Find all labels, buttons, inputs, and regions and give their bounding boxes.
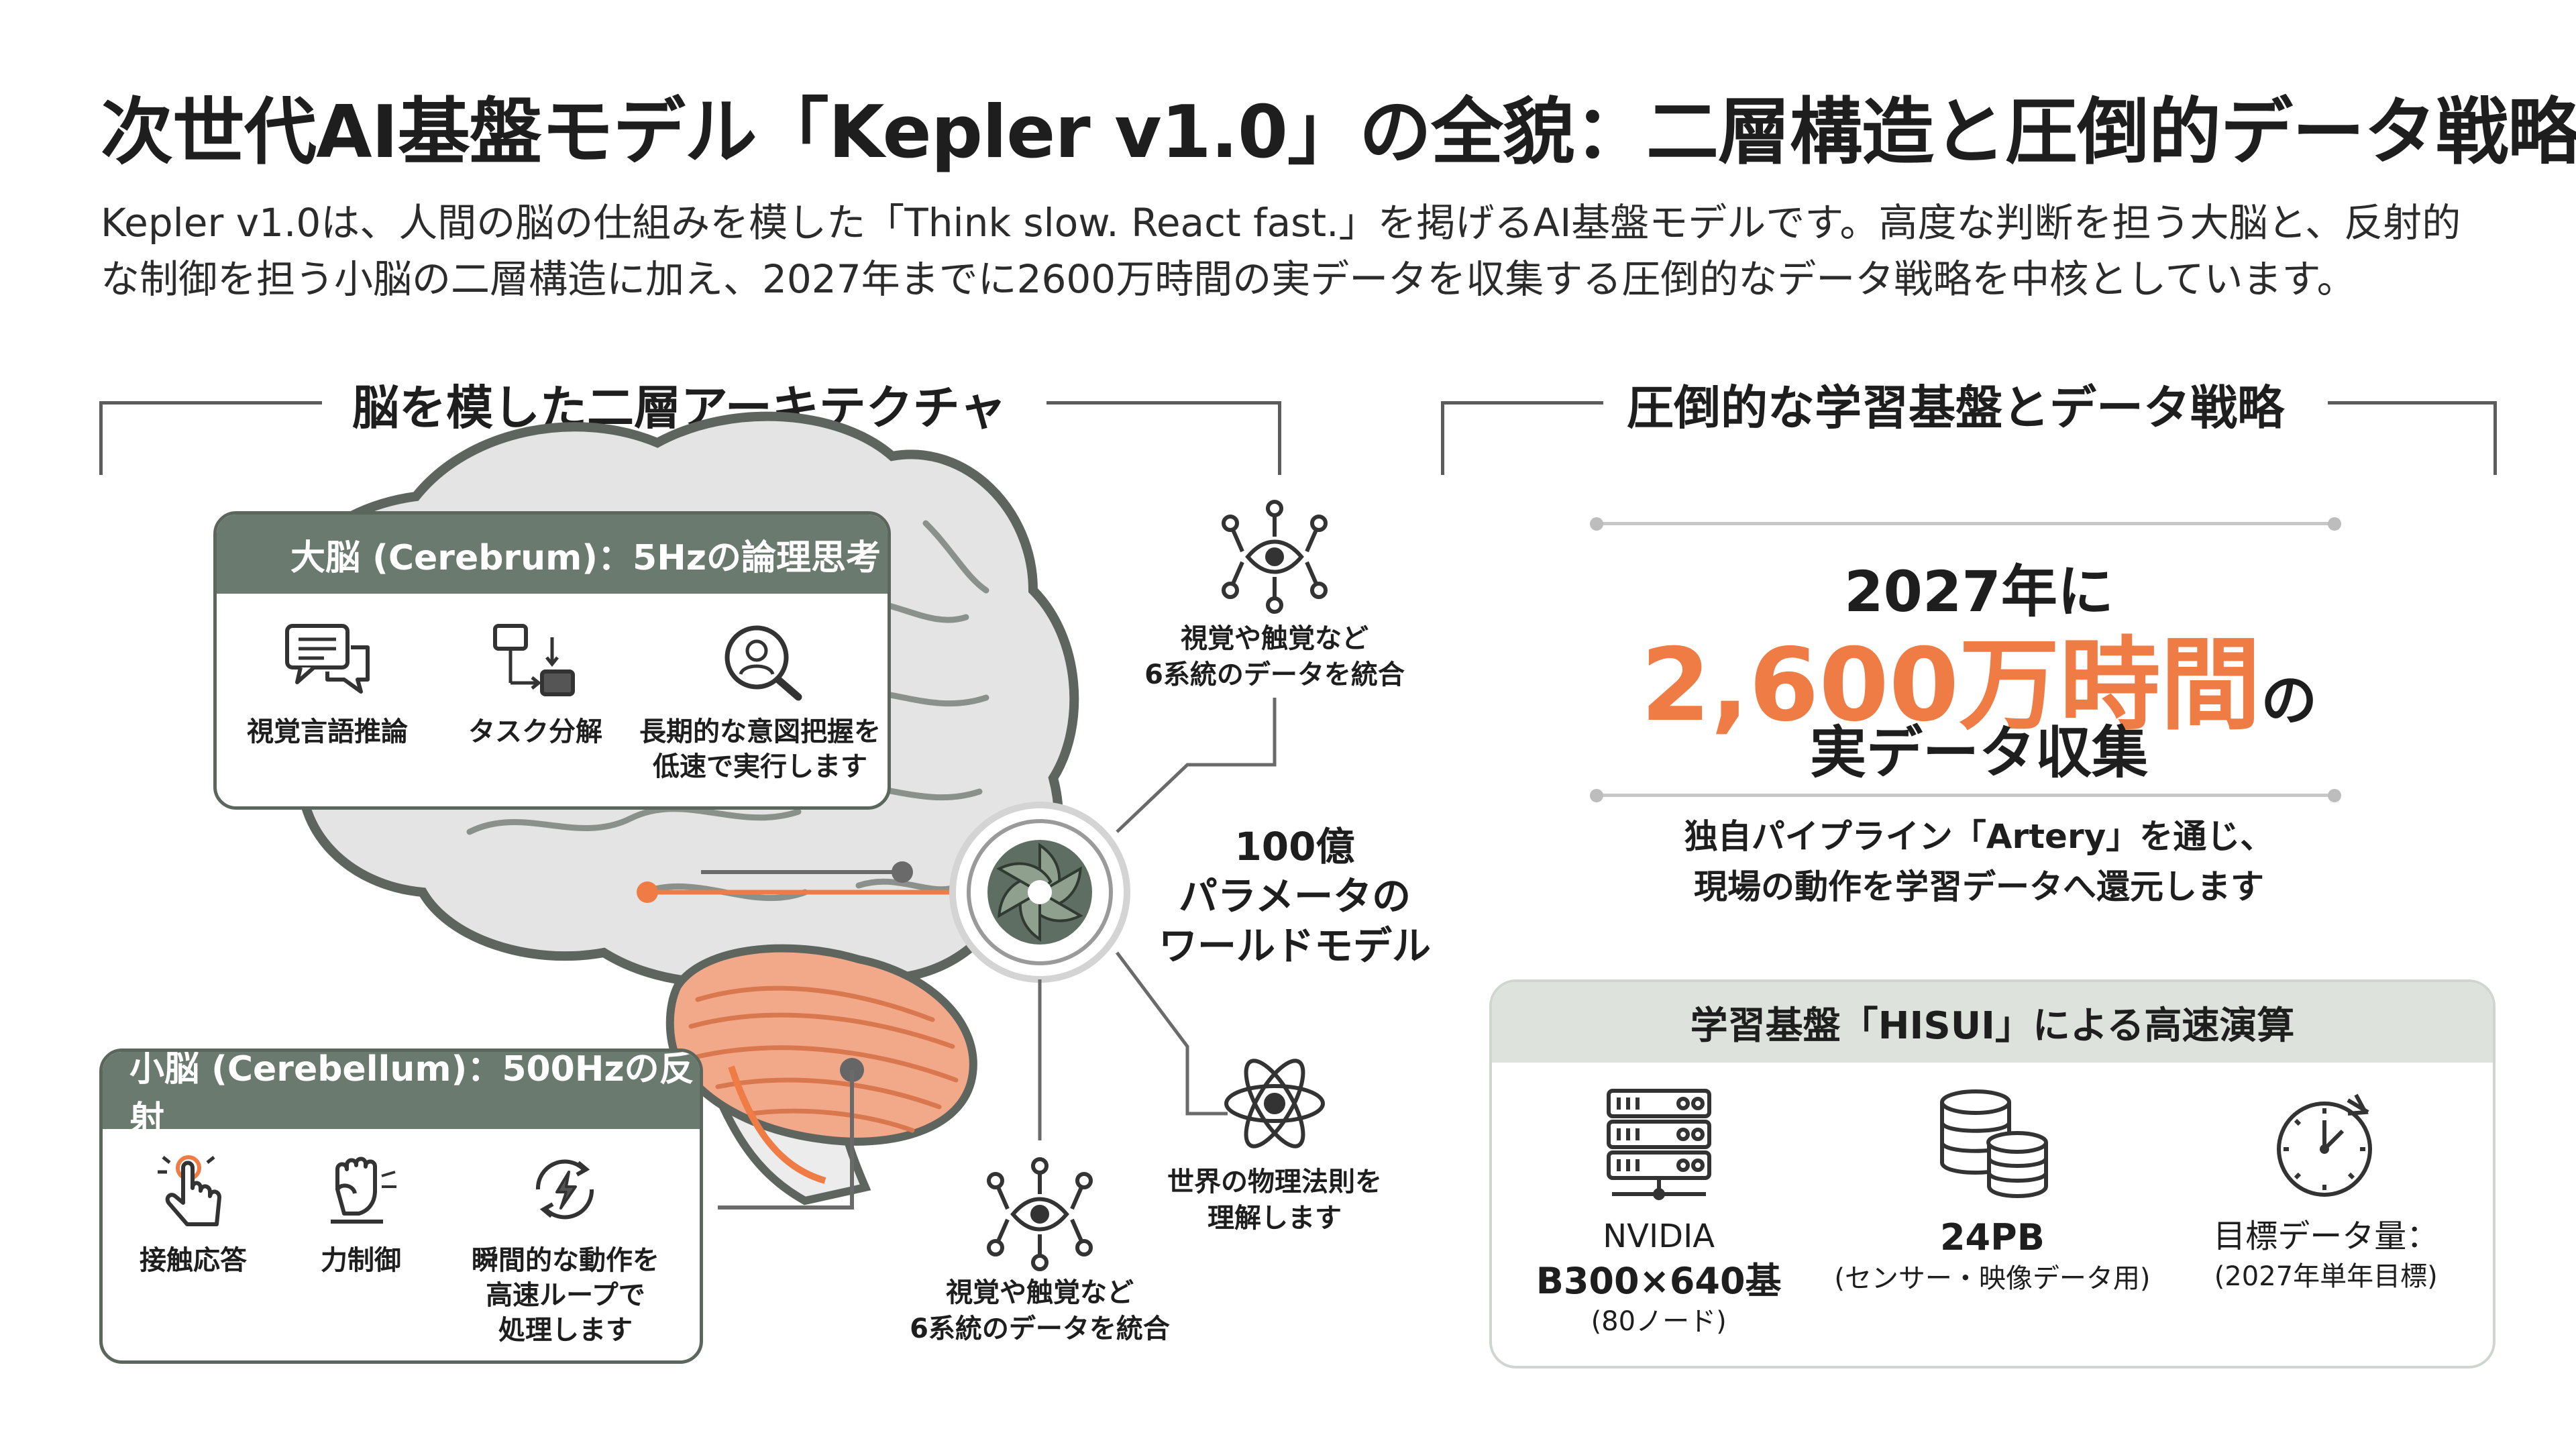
divider-top-dot-right [2328,517,2341,531]
cerebrum-item-label-line1: 長期的な意図把握を [639,716,881,747]
connector-top-sensor [1116,698,1277,833]
left-frame-side-right [1278,401,1281,475]
cerebellum-item-label-line2: 高速ループで [486,1280,645,1311]
connector-physics [1116,951,1228,1116]
divider-top-dot-left [1590,517,1603,531]
right-frame-top-right [2328,401,2496,405]
hisui-item-gpu: NVIDIA B300×640基 (80ノード) [1492,1085,1825,1340]
cerebellum-item-label: 接触応答 [140,1245,247,1276]
left-section-heading: 脳を模した二層アーキテクチャ [352,380,1007,435]
touch-hand-icon [158,1155,221,1226]
right-section-heading: 圧倒的な学習基盤とデータ戦略 [1627,380,2284,435]
headline-prefix: 2027年に [1844,559,2114,625]
sensor-label-top: 視覚や触覚など 6系統のデータを統合 [1144,623,1405,690]
cerebrum-item-label-line2: 低速で実行します [653,751,867,782]
task-flow-icon [493,624,575,696]
hisui-storage-size: 24PB [1939,1216,2045,1258]
divider-bottom [1597,794,2334,797]
cerebrum-card-title: 大脳 (Cerebrum)：5Hzの論理思考 [217,515,888,594]
left-frame-top-right [1046,401,1281,405]
hisui-target-label: 目標データ量： [2213,1218,2439,1255]
pipeline-text: 独自パイプライン「Artery」を通じ、 現場の動作を学習データへ還元します [1684,817,2274,906]
cerebellum-item-contact: 接触応答 [103,1149,284,1348]
user-search-icon [724,625,802,701]
cerebellum-item-label-line3: 処理します [498,1315,633,1346]
hisui-title: 学習基盤「HISUI」による高速演算 [1492,982,2493,1063]
atom-icon [1224,1059,1325,1148]
divider-bottom-dot-left [1590,789,1603,802]
lead-text: Kepler v1.0は、人間の脳の仕組みを模した「Think slow. Re… [101,200,2461,303]
hisui-gpu-vendor: NVIDIA [1603,1218,1715,1255]
stopwatch-icon [2276,1093,2372,1197]
connector-gray-dot [892,861,913,883]
hisui-storage-purpose: (センサー・映像データ用) [1834,1263,2151,1294]
left-frame-top-left [101,401,322,405]
cerebellum-card-title: 小脳 (Cerebellum)：500Hzの反射 [103,1052,700,1140]
chat-bubbles-icon [285,624,370,694]
network-eye-icon-bottom [987,1157,1093,1271]
sensor-label-bottom: 視覚や触覚など 6系統のデータを統合 [910,1277,1170,1344]
world-model-label: 100億 パラメータの ワールドモデル [1158,824,1431,969]
hisui-gpu-nodes: (80ノード) [1591,1306,1727,1338]
cerebellum-item-fast-loop: 瞬間的な動作を 高速ループで 処理します [438,1149,693,1348]
headline-number: 2,600万時間 [1640,627,2261,744]
cerebrum-item-vision-language: 視覚言語推論 [217,621,438,784]
right-frame-top-left [1442,401,1603,405]
fist-icon [331,1157,396,1224]
cerebrum-item-label: タスク分解 [468,716,602,747]
hisui-item-target: 目標データ量： (2027年単年目標) [2159,1085,2493,1340]
connector-orange-dot [637,881,658,903]
cerebrum-item-intent: 長期的な意図把握を 低速で実行します [633,621,888,784]
headline-suffix: の [2261,667,2318,733]
connector-cerebellum [718,1070,854,1210]
physics-label: 世界の物理法則を 理解します [1167,1167,1382,1234]
right-frame-side-right [2493,401,2497,475]
right-frame-side-left [1441,401,1444,475]
cerebellum-card: 小脳 (Cerebellum)：500Hzの反射 接触応答 力制御 [99,1049,703,1364]
left-frame-side-left [99,401,103,475]
cerebrum-item-task-decomposition: タスク分解 [438,621,633,784]
cerebellum-item-force: 力制御 [284,1149,438,1348]
cerebellum-item-label: 力制御 [321,1245,401,1276]
hisui-item-storage: 24PB (センサー・映像データ用) [1825,1085,2159,1340]
headline-line3: 実データ収集 [1809,720,2148,786]
network-eye-icon-top [1222,500,1328,614]
aperture-icon [987,840,1092,945]
page-title: 次世代AI基盤モデル「Kepler v1.0」の全貌：二層構造と圧倒的データ戦略 [101,91,2576,174]
cerebrum-card: 大脳 (Cerebrum)：5Hzの論理思考 視覚言語推論 [213,511,891,810]
hisui-panel: 学習基盤「HISUI」による高速演算 NVIDI [1489,979,2496,1368]
cerebrum-item-label: 視覚言語推論 [247,716,408,747]
fast-loop-icon [535,1159,594,1220]
divider-top [1597,522,2334,525]
cerebellum-folds [688,985,959,1133]
headline-number-line: 2,600万時間の [1576,604,2381,749]
database-icon [1939,1089,2048,1198]
server-rack-icon [1606,1089,1711,1200]
hisui-target-note: (2027年単年目標) [2214,1260,2438,1292]
divider-bottom-dot-right [2328,789,2341,802]
center-node-ring [967,819,1113,965]
cerebellum-item-label-line1: 瞬間的な動作を [472,1245,659,1276]
hisui-gpu-count: B300×640基 [1536,1259,1782,1302]
spinal-accent [728,1065,826,1184]
